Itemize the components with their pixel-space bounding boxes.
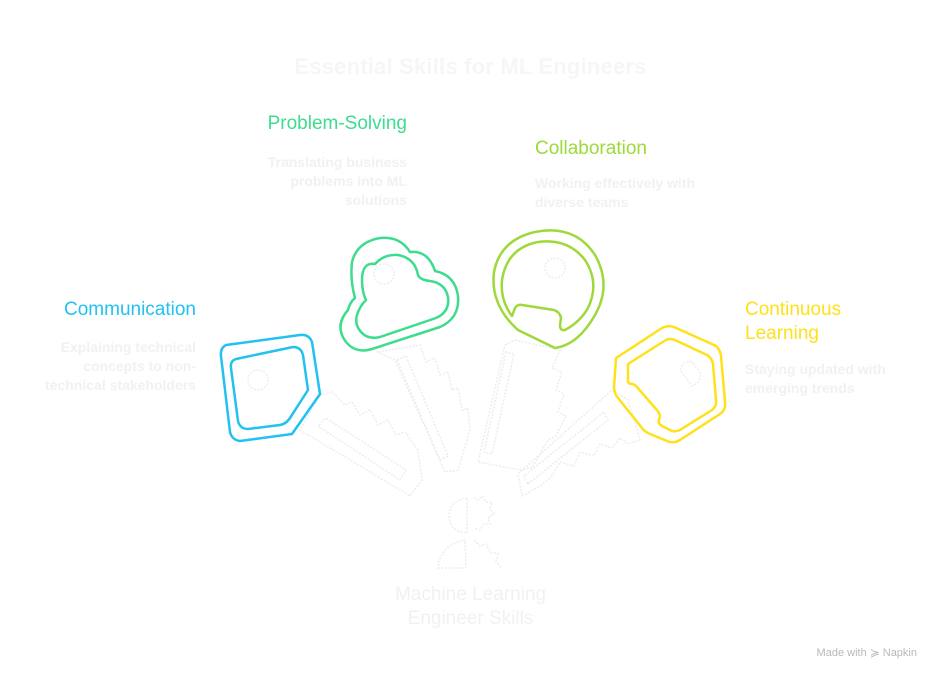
continuous-learning-key-shaft — [517, 389, 641, 498]
skill-heading-problem-solving: Problem-Solving — [267, 113, 407, 134]
communication-key-shaft — [298, 391, 423, 497]
problem-solving-key-shaft — [375, 344, 471, 473]
diagram-title: Essential Skills for ML Engineers — [294, 54, 647, 79]
continuous-learning-key-head — [612, 324, 727, 444]
made-with-napkin-badge[interactable]: Made with ≽ Napkin — [817, 646, 917, 660]
skill-description-communication: Explaining technical concepts to non- te… — [45, 339, 196, 393]
skill-heading-collaboration: Collaboration — [535, 138, 647, 159]
napkin-brand-label: Napkin — [882, 647, 917, 659]
collaboration-key-shaft — [477, 339, 568, 471]
person-gear-icon — [437, 494, 503, 569]
skill-heading-communication: Communication — [64, 299, 196, 320]
problem-solving-key-head — [339, 236, 460, 352]
communication-key-head — [219, 333, 322, 443]
napkin-logo-icon: ≽ — [869, 646, 880, 660]
skill-heading-continuous-learning: Continuous Learning — [745, 299, 842, 344]
skill-description-collaboration: Working effectively with diverse teams — [535, 175, 695, 210]
collaboration-key-head — [492, 229, 605, 350]
made-with-label: Made with — [816, 647, 867, 659]
center-label: Machine Learning Engineer Skills — [394, 584, 547, 629]
skill-description-continuous-learning: Staying updated with emerging trends — [745, 361, 886, 396]
skill-description-problem-solving: Translating business problems into ML so… — [267, 154, 407, 208]
